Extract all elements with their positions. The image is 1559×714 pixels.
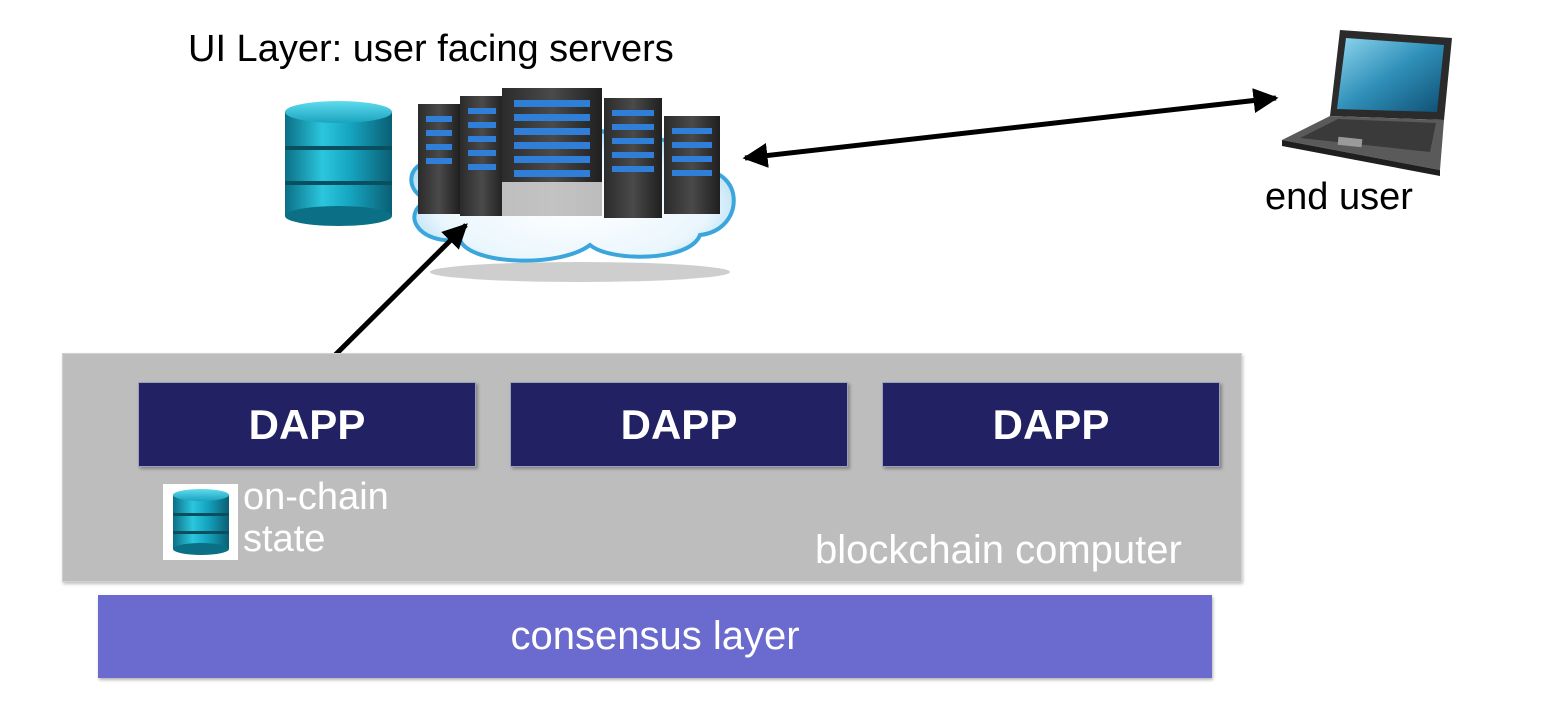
onchain-state-line1: on-chain xyxy=(243,476,389,518)
dapp-box-3: DAPP xyxy=(882,382,1220,467)
dapp-box-1: DAPP xyxy=(138,382,476,467)
end-user-label: end user xyxy=(1265,176,1413,218)
dapp-label: DAPP xyxy=(620,400,738,448)
database-icon xyxy=(285,101,392,226)
dapp-box-2: DAPP xyxy=(510,382,848,467)
arrow-servers-to-end-user xyxy=(742,88,1279,168)
onchain-state-label: on-chain state xyxy=(243,476,389,560)
onchain-state-line2: state xyxy=(243,518,326,560)
blockchain-computer-label: blockchain computer xyxy=(815,528,1182,572)
consensus-layer-label: consensus layer xyxy=(510,614,800,658)
consensus-layer-bar: consensus layer xyxy=(98,595,1212,678)
ui-layer-title: UI Layer: user facing servers xyxy=(188,28,674,70)
database-icon xyxy=(173,489,229,555)
laptop-icon xyxy=(1282,30,1452,176)
onchain-database-icon xyxy=(163,484,238,560)
server-rack-icon xyxy=(418,88,720,218)
dapp-label: DAPP xyxy=(992,400,1110,448)
dapp-label: DAPP xyxy=(248,400,366,448)
